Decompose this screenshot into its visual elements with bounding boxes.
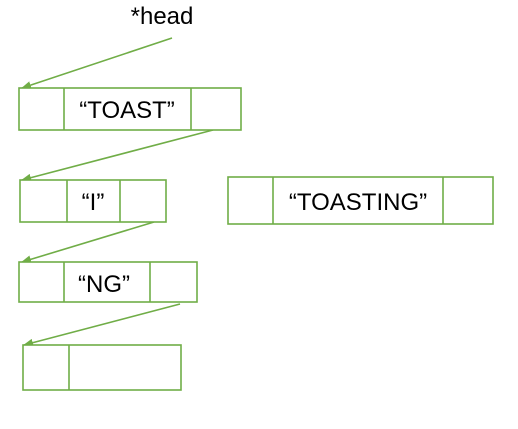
list-node-2: “I” [19,179,167,223]
node-2-value: “I” [82,189,105,216]
node-1-box [18,87,242,131]
node-3-next-arrow [23,303,181,347]
node-1-next-arrow [21,129,214,182]
node-2-next-arrow [21,221,155,264]
node-1-value: “TOAST” [79,97,175,124]
node-4-box [22,344,182,391]
standalone-node-value: “TOASTING” [289,189,427,216]
node-3-box [18,261,198,303]
head-pointer-label: *head [131,3,194,30]
list-node-3: “NG” [18,261,198,303]
node-3-value: “NG” [78,271,130,298]
list-node-4 [22,344,182,391]
standalone-node-box [227,176,494,225]
node-2-box [19,179,167,223]
head-arrow [21,37,173,89]
list-node-1: “TOAST” [18,87,242,131]
standalone-node: “TOASTING” [227,176,494,225]
